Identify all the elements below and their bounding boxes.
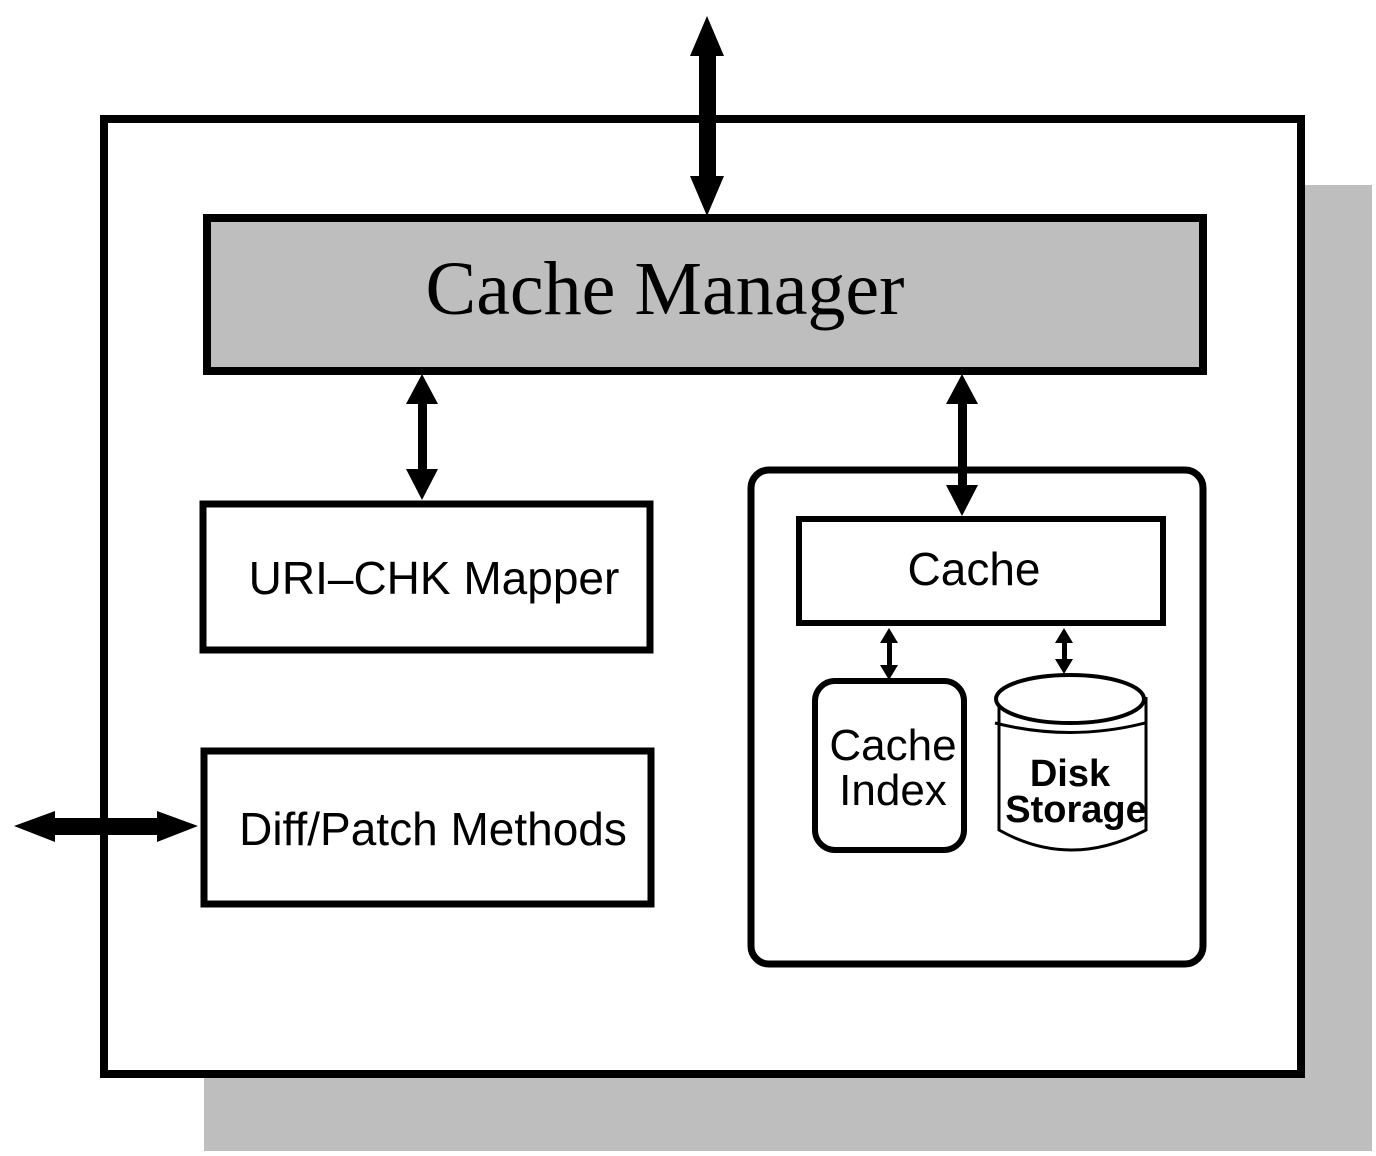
cache-index-label-line1: Cache bbox=[829, 721, 956, 770]
disk-storage-label-line1: Disk bbox=[1030, 753, 1111, 795]
cache-subsystem-container bbox=[747, 466, 1207, 968]
diff-patch-methods-box: Diff/Patch Methods bbox=[200, 747, 655, 908]
cache-manager-box: Cache Manager bbox=[203, 214, 1207, 375]
diff-patch-methods-label: Diff/Patch Methods bbox=[239, 803, 627, 855]
cache-index-label-line2: Index bbox=[839, 766, 947, 815]
cache-index-box: Cache Index bbox=[812, 678, 967, 853]
cache-disk-arrow bbox=[1055, 628, 1073, 674]
cache-manager-label: Cache Manager bbox=[426, 247, 905, 331]
uri-chk-mapper-box: URI–CHK Mapper bbox=[199, 500, 654, 654]
cache-index-arrow bbox=[880, 628, 898, 680]
manager-cache-arrow bbox=[946, 374, 978, 516]
disk-storage-cylinder: Disk Storage bbox=[994, 673, 1148, 852]
uri-chk-mapper-label: URI–CHK Mapper bbox=[249, 552, 620, 604]
cache-label: Cache bbox=[908, 543, 1041, 595]
manager-mapper-arrow bbox=[406, 374, 438, 500]
disk-storage-label-line2: Storage bbox=[1005, 789, 1146, 831]
cache-box: Cache bbox=[796, 516, 1166, 626]
external-diffpatch-arrow bbox=[14, 811, 198, 842]
external-manager-arrow bbox=[690, 16, 724, 216]
